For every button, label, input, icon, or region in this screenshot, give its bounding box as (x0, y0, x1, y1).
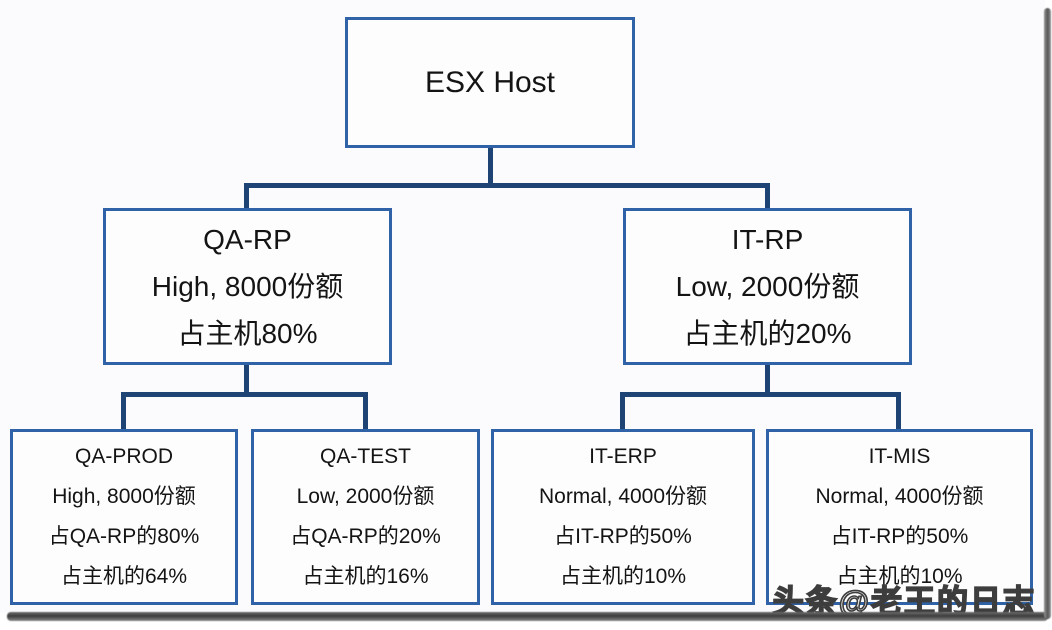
node-shares: High, 8000份额 (151, 271, 344, 302)
node-title: QA-PROD (74, 445, 173, 468)
node-host-percent: 占主机的16% (302, 565, 429, 588)
node-qa-test: QA-TEST Low, 2000份额 占QA-RP的20% 占主机的16% (251, 429, 480, 605)
node-shares: Normal, 4000份额 (538, 485, 708, 508)
node-title: IT-ERP (589, 445, 657, 468)
connector-it-rail (620, 392, 901, 397)
node-title: QA-TEST (319, 445, 411, 468)
connector-it-rp-up (765, 183, 770, 209)
connector-level2-rail (244, 183, 770, 188)
node-parent-percent: 占IT-RP的50% (830, 525, 969, 548)
node-title: IT-RP (731, 224, 804, 255)
connector-qa-rail (121, 392, 368, 397)
connector-qa-prod-up (121, 392, 126, 430)
page-shadow-right (1044, 8, 1051, 619)
page-shadow-bottom (7, 612, 1048, 621)
connector-root-down (488, 148, 493, 185)
node-title: ESX Host (424, 65, 556, 99)
node-host-percent: 占主机的10% (559, 565, 687, 588)
node-parent-percent: 占IT-RP的50% (554, 525, 692, 548)
node-esx-host: ESX Host (345, 17, 635, 148)
node-parent-percent: 占QA-RP的80% (48, 525, 200, 548)
connector-it-rp-down (765, 365, 770, 397)
node-title: IT-MIS (868, 445, 931, 468)
node-it-erp: IT-ERP Normal, 4000份额 占IT-RP的50% 占主机的10% (491, 429, 755, 605)
node-shares: Low, 2000份额 (675, 271, 860, 302)
node-host-percent: 占主机的64% (60, 565, 188, 588)
node-title: QA-RP (203, 224, 292, 255)
node-shares: High, 8000份额 (52, 485, 196, 508)
connector-qa-rp-down (244, 365, 249, 397)
connector-qa-test-up (363, 392, 368, 430)
connector-it-erp-up (620, 392, 625, 430)
node-host-percent: 占主机80% (177, 318, 318, 349)
node-host-percent: 占主机的20% (683, 318, 852, 349)
node-parent-percent: 占QA-RP的20% (290, 525, 441, 548)
node-it-rp: IT-RP Low, 2000份额 占主机的20% (623, 208, 912, 365)
node-it-mis: IT-MIS Normal, 4000份额 占IT-RP的50% 占主机的10% (766, 429, 1033, 605)
node-qa-rp: QA-RP High, 8000份额 占主机80% (103, 208, 392, 365)
connector-it-mis-up (896, 392, 901, 430)
node-host-percent: 占主机的10% (836, 565, 963, 588)
node-shares: Normal, 4000份额 (815, 485, 984, 508)
node-qa-prod: QA-PROD High, 8000份额 占QA-RP的80% 占主机的64% (10, 429, 238, 605)
connector-qa-rp-up (244, 183, 249, 209)
node-shares: Low, 2000份额 (296, 485, 435, 508)
